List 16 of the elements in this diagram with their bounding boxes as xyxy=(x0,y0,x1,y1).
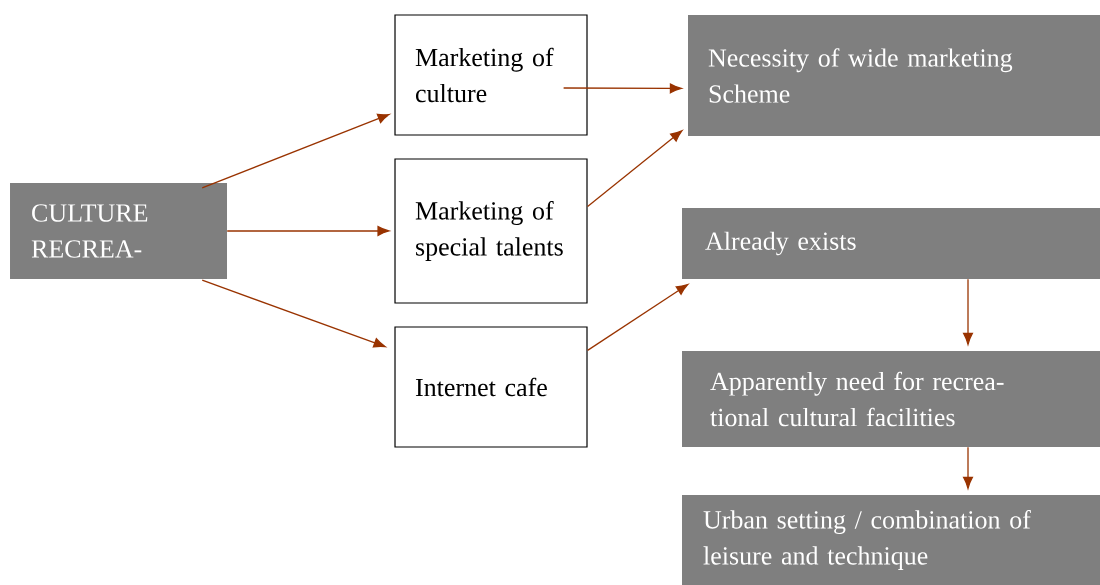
arrow xyxy=(586,283,689,352)
shaded-box: CULTURE RECREA- xyxy=(10,183,227,279)
arrow xyxy=(586,130,683,208)
text-box: Marketing of culture xyxy=(394,14,588,136)
arrow xyxy=(226,226,390,236)
shaded-box: Necessity of wide marketing Scheme xyxy=(688,15,1100,136)
arrow xyxy=(963,278,973,345)
arrow xyxy=(562,83,682,94)
shaded-box: Already exists xyxy=(682,208,1100,279)
arrow xyxy=(201,113,390,189)
shaded-box: Apparently need for recrea- tional cultural facilities xyxy=(682,351,1100,447)
shaded-box: Urban setting / combination of leisure and technique xyxy=(682,495,1100,585)
arrow xyxy=(963,446,973,489)
text-box: Marketing of special talents xyxy=(394,158,588,304)
text-box: Internet cafe xyxy=(394,326,588,448)
arrow xyxy=(201,279,386,348)
